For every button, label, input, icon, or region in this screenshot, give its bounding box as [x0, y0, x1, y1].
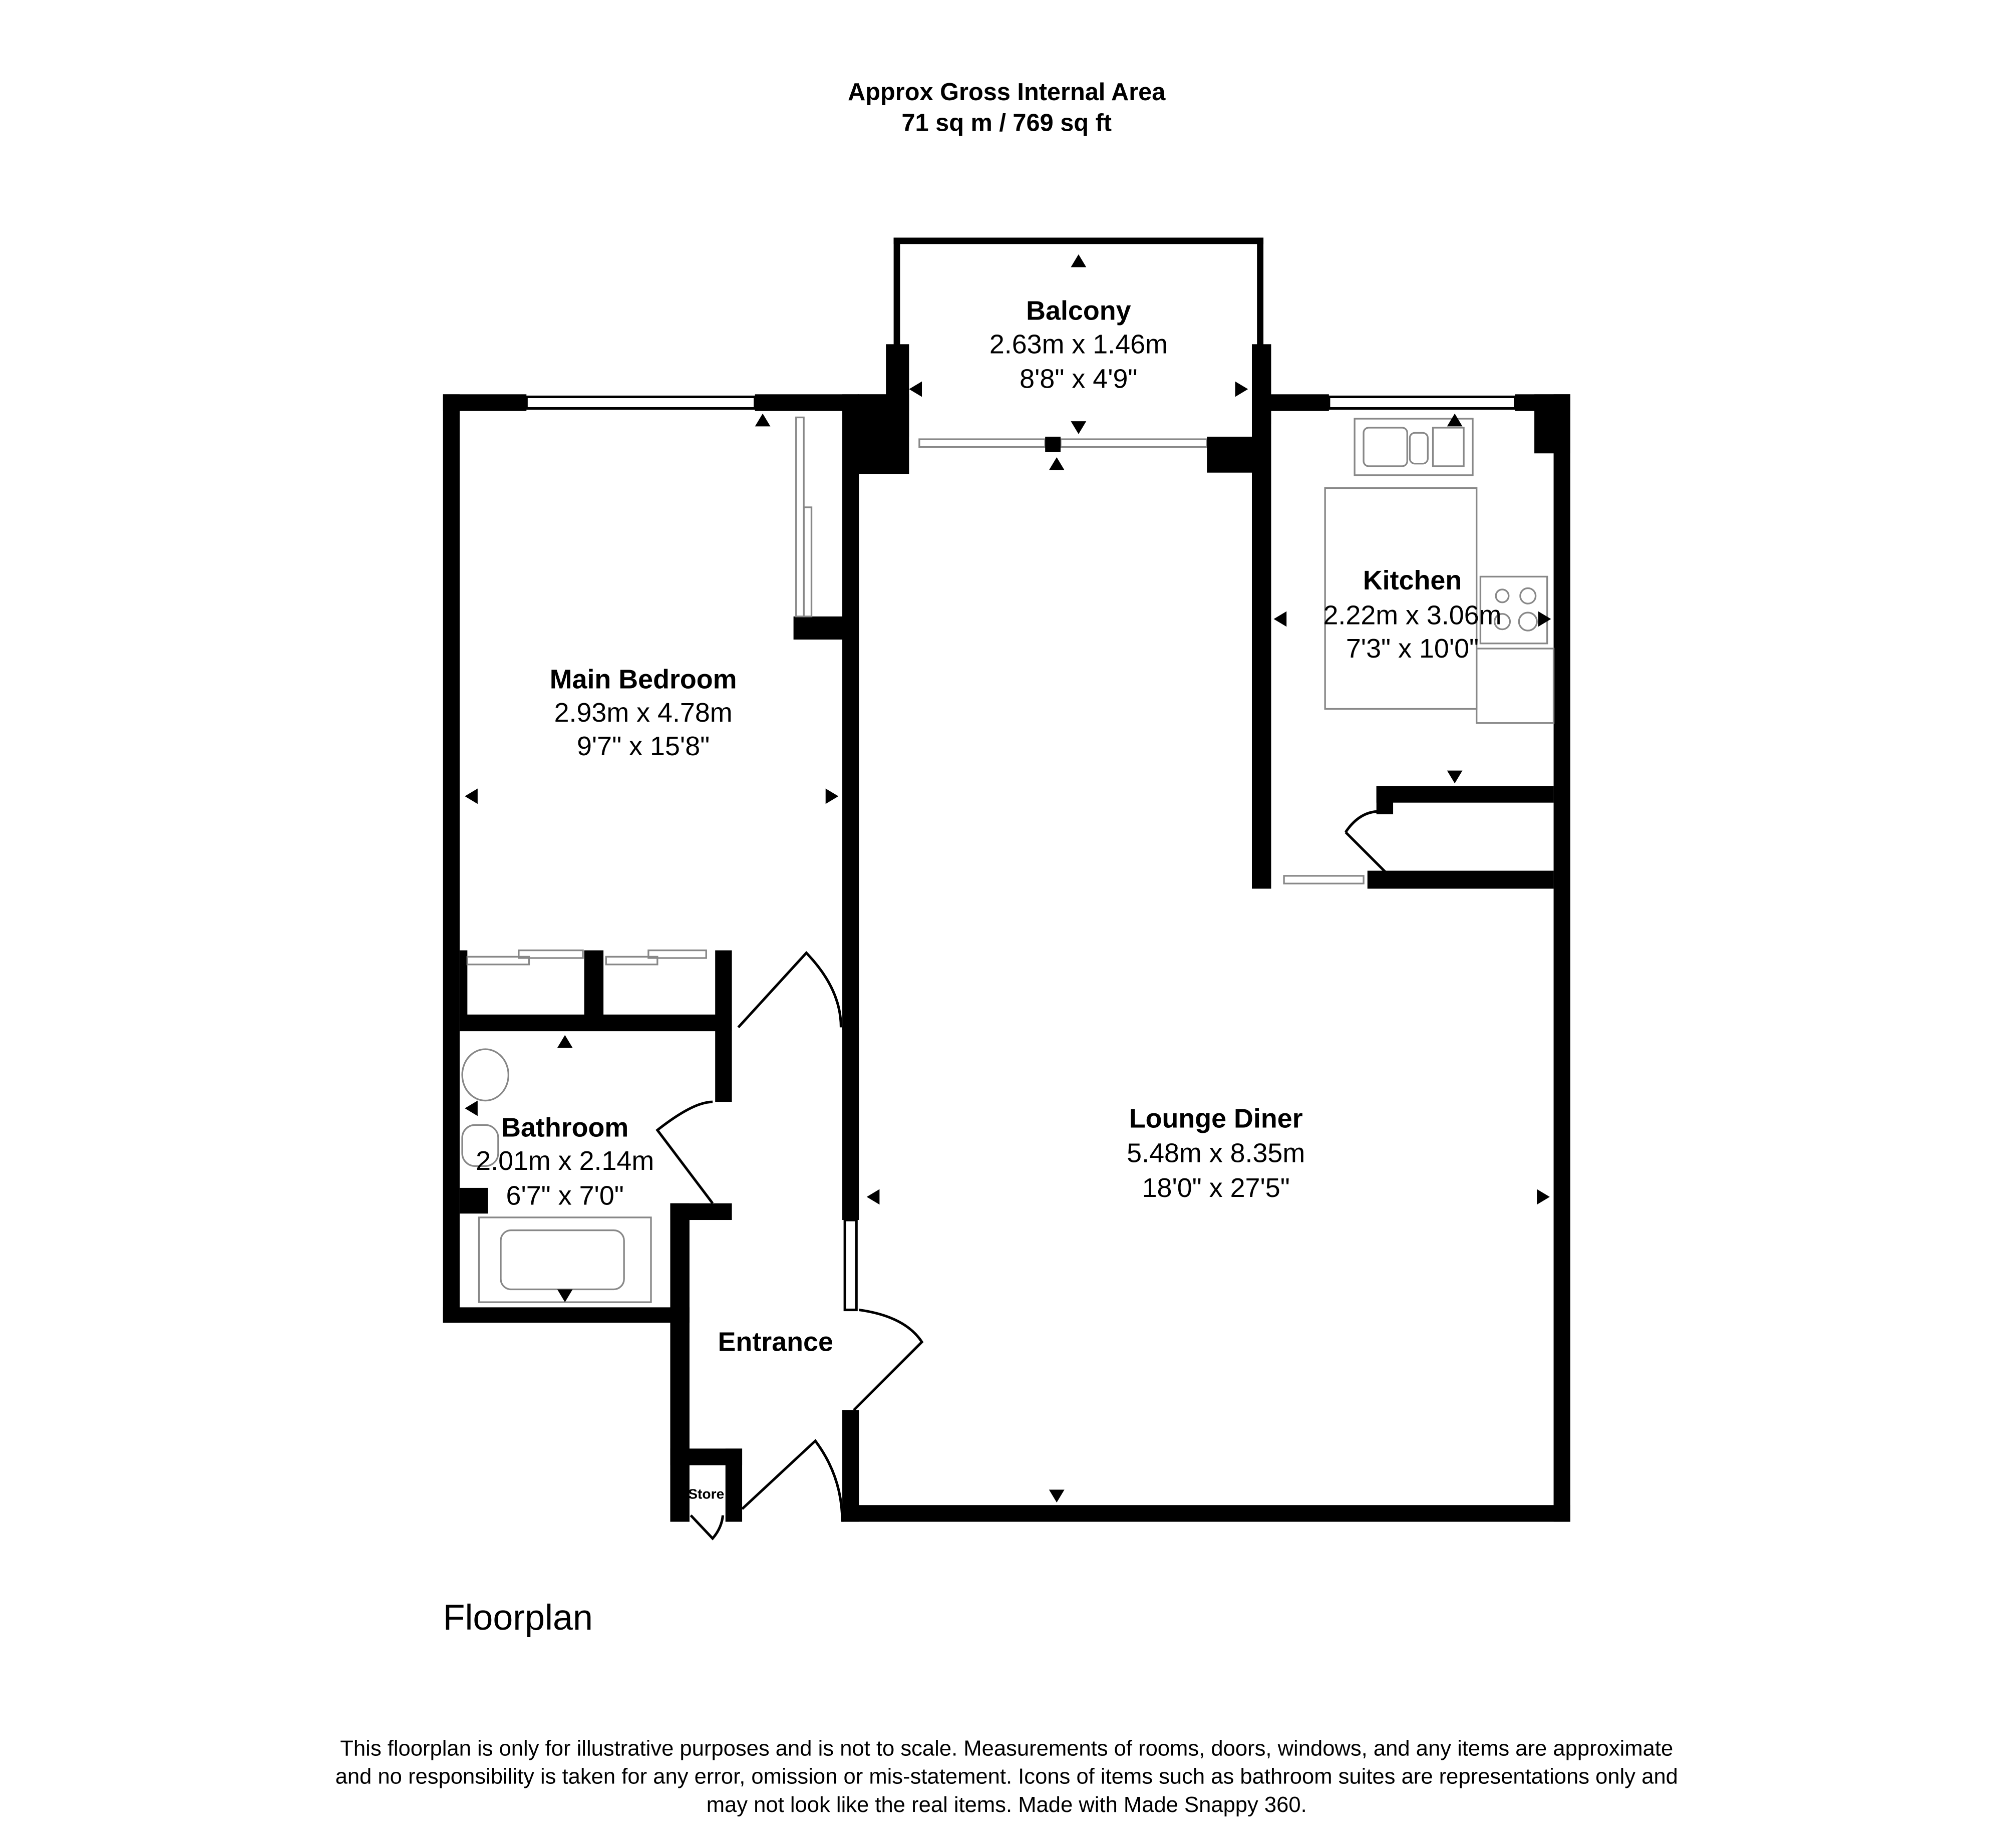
floor-label: Floorplan	[443, 1598, 593, 1638]
entrance-name: Entrance	[718, 1327, 833, 1357]
lounge-imperial: 18'0" x 27'5"	[1142, 1173, 1290, 1203]
bath-icon	[478, 1216, 652, 1303]
fixtures	[461, 418, 1555, 1303]
area-value: 71 sq m / 769 sq ft	[901, 110, 1112, 137]
bedroom-window	[525, 395, 757, 410]
balcony-imperial: 8'8" x 4'9"	[1020, 364, 1137, 394]
lounge-name: Lounge Diner	[1129, 1103, 1303, 1133]
bathroom-name: Bathroom	[501, 1112, 628, 1142]
lounge-metric: 5.48m x 8.35m	[1127, 1138, 1305, 1168]
area-title: Approx Gross Internal Area	[848, 79, 1166, 106]
disclaimer-line: and no responsibility is taken for any e…	[336, 1765, 1678, 1789]
room-labels: Balcony 2.63m x 1.46m 8'8" x 4'9" Main B…	[476, 296, 1501, 1502]
bedroom-name: Main Bedroom	[550, 664, 737, 694]
basin-icon	[461, 1048, 510, 1102]
kitchen-metric: 2.22m x 3.06m	[1323, 600, 1501, 630]
kitchen-name: Kitchen	[1363, 565, 1462, 595]
toilet-icon	[461, 1124, 499, 1167]
kitchen-imperial: 7'3" x 10'0"	[1346, 634, 1479, 664]
dimension-arrows	[465, 254, 1551, 1503]
disclaimer-line: may not look like the real items. Made w…	[707, 1793, 1307, 1817]
disclaimer-line: This floorplan is only for illustrative …	[340, 1736, 1673, 1760]
balcony-metric: 2.63m x 1.46m	[989, 329, 1168, 359]
balcony-name: Balcony	[1026, 296, 1131, 326]
header: Approx Gross Internal Area 71 sq m / 769…	[848, 79, 1166, 137]
disclaimer: This floorplan is only for illustrative …	[336, 1736, 1678, 1817]
sink-icon	[1354, 418, 1474, 476]
walls	[443, 237, 1570, 1541]
bathroom-imperial: 6'7" x 7'0"	[506, 1180, 624, 1210]
store-name: Store	[688, 1485, 724, 1501]
hob-icon	[1479, 575, 1548, 645]
bedroom-imperial: 9'7" x 15'8"	[577, 731, 710, 761]
bedroom-metric: 2.93m x 4.78m	[554, 698, 733, 728]
bathroom-metric: 2.01m x 2.14m	[476, 1146, 654, 1176]
